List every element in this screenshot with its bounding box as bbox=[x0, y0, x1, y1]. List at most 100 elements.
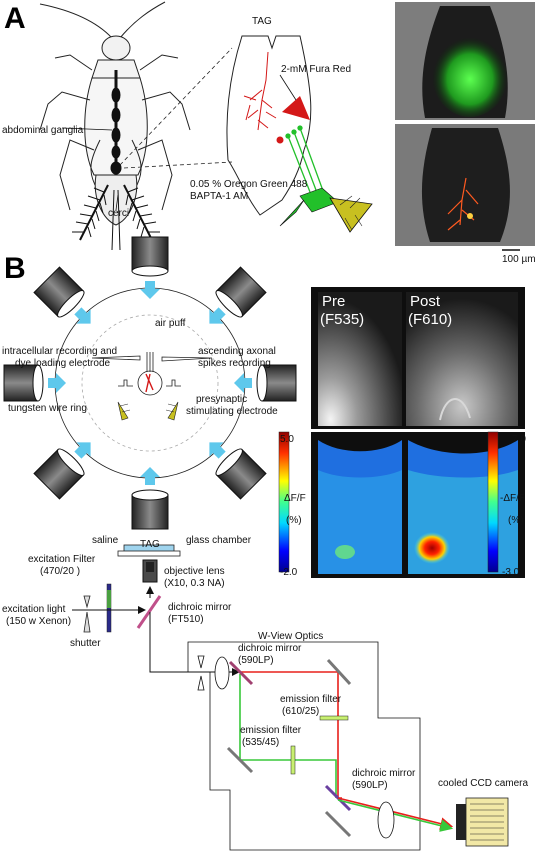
presynaptic-label-2: stimulating electrode bbox=[186, 406, 278, 417]
excitation-filter-label-1: excitation Filter bbox=[28, 554, 96, 565]
air-puff-nozzles bbox=[3, 236, 297, 530]
image-pre-label-2: (F535) bbox=[320, 311, 364, 328]
ganglia-chain bbox=[110, 70, 122, 175]
excitation-filter-green bbox=[107, 590, 111, 608]
ascending-recording-electrode bbox=[161, 356, 213, 362]
intracellular-label-2: dye loading electrode bbox=[15, 358, 111, 369]
air-puff-nozzle bbox=[33, 442, 91, 500]
glass-chamber-label: glass chamber bbox=[186, 535, 252, 546]
saline-chamber bbox=[117, 544, 181, 557]
raw-images bbox=[311, 287, 525, 429]
dichroic-590lp-a bbox=[228, 660, 254, 686]
image-pre-label-1: Pre bbox=[322, 293, 345, 310]
air-puff-nozzle bbox=[3, 364, 66, 402]
cerci bbox=[72, 184, 160, 251]
green-axons bbox=[285, 125, 323, 193]
cbar-left-max: 5.0 bbox=[280, 434, 294, 445]
chamber-tag-label: TAG bbox=[140, 539, 160, 550]
air-puff-nozzle bbox=[131, 467, 169, 530]
ascending-label-2: spikes recording bbox=[198, 358, 271, 369]
scale-bar-label: 100 µm bbox=[502, 254, 536, 265]
air-puff-nozzle bbox=[33, 266, 91, 324]
emission-610-label-1: emission filter bbox=[280, 694, 342, 705]
lens-1 bbox=[214, 656, 230, 690]
mirror-bottom-left bbox=[226, 746, 254, 774]
zoom-line-top bbox=[119, 47, 233, 166]
dichroic-ft-label-1: dichroic mirror bbox=[168, 602, 232, 613]
dichroic-ft510 bbox=[136, 595, 162, 629]
ccd-camera bbox=[456, 797, 509, 847]
intracellular-label-1: intracellular recording and bbox=[2, 346, 117, 357]
tungsten-label: tungsten wire ring bbox=[8, 403, 87, 414]
cerci-pointer bbox=[115, 194, 119, 211]
fura-red-electrode bbox=[282, 96, 310, 120]
inner-ring-dashed bbox=[81, 314, 219, 452]
image-post-label-1: Post bbox=[410, 293, 441, 310]
green-output-beam bbox=[337, 799, 454, 832]
cbar-right-unit: (%) bbox=[508, 515, 524, 526]
stim-electrode-left bbox=[117, 401, 131, 421]
red-neuron bbox=[243, 51, 284, 144]
air-puff-label: air puff bbox=[155, 318, 186, 329]
wview-box bbox=[187, 641, 421, 851]
dichroic-590a-label-2: (590LP) bbox=[238, 655, 274, 666]
cbar-left-label: ΔF/F bbox=[284, 493, 306, 504]
dichroic-590b-label-2: (590LP) bbox=[352, 780, 388, 791]
air-puff-nozzle bbox=[131, 236, 169, 299]
saline-label: saline bbox=[92, 535, 119, 546]
green-electrode bbox=[299, 187, 339, 213]
green-light-path bbox=[239, 674, 337, 798]
emission-filter-610 bbox=[319, 715, 349, 721]
cerci-label: cerci bbox=[108, 208, 129, 219]
panel-a-letter: A bbox=[4, 2, 26, 35]
lens-2 bbox=[377, 801, 395, 839]
shutter-label: shutter bbox=[70, 638, 101, 649]
mirror-bottom-right bbox=[324, 810, 352, 838]
cbar-right-max: 7.0 bbox=[512, 434, 526, 445]
excitation-light-label-1: excitation light bbox=[2, 604, 66, 615]
tag-title: TAG bbox=[252, 16, 272, 27]
objective-label-1: objective lens bbox=[164, 566, 225, 577]
objective-lens bbox=[142, 559, 158, 583]
cbar-left-min: -2.0 bbox=[280, 567, 298, 578]
image-post-label-2: (F610) bbox=[408, 311, 452, 328]
input-aperture bbox=[197, 655, 205, 691]
air-puff-nozzle bbox=[209, 442, 267, 500]
panel-b-letter: B bbox=[4, 252, 26, 285]
colorbar-left bbox=[278, 431, 290, 573]
oregon-green-label-2: BAPTA-1 AM bbox=[190, 191, 248, 202]
ganglia-pointer bbox=[61, 127, 113, 131]
objective-label-2: (X10, 0.3 NA) bbox=[164, 578, 225, 589]
tag-outline bbox=[226, 35, 312, 216]
air-puff-nozzle bbox=[209, 266, 267, 324]
intracellular-electrode bbox=[91, 355, 141, 361]
fura-pointer bbox=[279, 74, 297, 101]
yellow-electrode bbox=[329, 197, 373, 233]
cbar-right-label: -ΔF/F bbox=[500, 493, 525, 504]
emission-535-label-2: (535/45) bbox=[242, 737, 279, 748]
cbar-left-unit: (%) bbox=[286, 515, 302, 526]
yellow-electrode-wires bbox=[339, 195, 363, 231]
shutter bbox=[83, 595, 91, 633]
wview-title: W-View Optics bbox=[258, 631, 323, 642]
abdominal-ganglia-label: abdominal ganglia bbox=[2, 125, 84, 136]
fura-red-label: 2-mM Fura Red bbox=[281, 64, 351, 75]
mirror-top-right bbox=[326, 658, 352, 686]
dichroic-590b-label-1: dichroic mirror bbox=[352, 768, 416, 779]
dichroic-590a-label-1: dichroic mirror bbox=[238, 643, 302, 654]
emission-610-label-2: (610/25) bbox=[282, 706, 319, 717]
ascending-label-1: ascending axonal bbox=[198, 346, 276, 357]
cbar-right-min: -3.0 bbox=[502, 567, 520, 578]
excitation-light-label-2: (150 w Xenon) bbox=[6, 616, 71, 627]
stim-electrode-right bbox=[165, 401, 179, 421]
pulse-symbols bbox=[118, 379, 181, 387]
emission-filter-535 bbox=[290, 745, 296, 775]
photo-green-fluorescence bbox=[395, 2, 535, 120]
red-output-beam bbox=[337, 797, 454, 830]
camera-label: cooled CCD camera bbox=[438, 778, 528, 789]
photo-red-neuron bbox=[395, 124, 535, 246]
excitation-filter-label-2: (470/20 ) bbox=[40, 566, 80, 577]
air-puff-nozzle bbox=[234, 364, 297, 402]
presynaptic-label-1: presynaptic bbox=[196, 394, 247, 405]
